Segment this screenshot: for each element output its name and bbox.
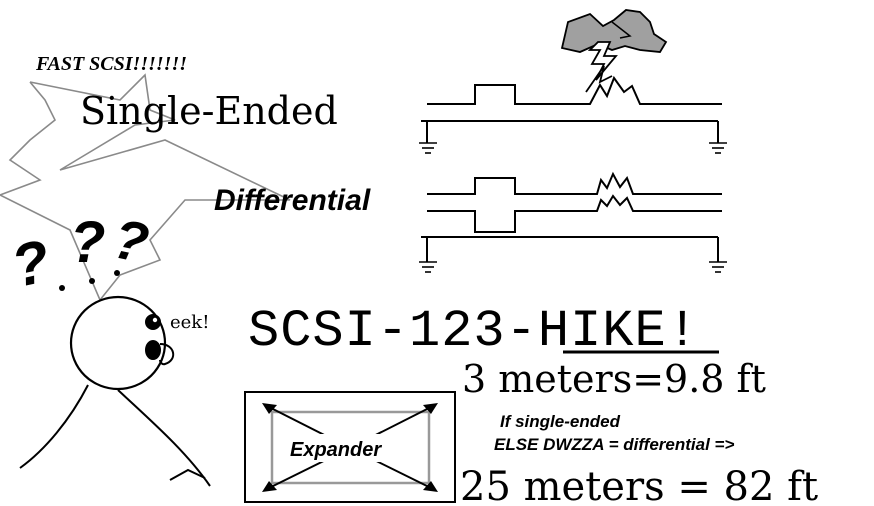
svg-text:?: ? xyxy=(6,227,56,300)
single-ended-label: Single-Ended xyxy=(80,89,338,133)
question-marks: ? ? ? xyxy=(6,206,154,300)
svg-text:SCSI-123-HIKE!: SCSI-123-HIKE! xyxy=(248,302,699,361)
lightning-bolt-icon xyxy=(585,41,618,93)
differential-label: Differential xyxy=(214,184,371,217)
character-head xyxy=(69,295,167,391)
character-mouth xyxy=(145,340,161,360)
expander-box: Expander xyxy=(244,391,456,503)
cartoon-figure xyxy=(19,295,211,487)
scsi-prefix-text: SCSI-123- xyxy=(248,302,538,361)
character-nose xyxy=(159,343,175,366)
character-body-left xyxy=(19,384,89,469)
else-dwzza-text: ELSE DWZZA = differential => xyxy=(494,435,734,454)
storm-cloud-icon xyxy=(560,9,668,53)
ground-symbol xyxy=(419,261,437,273)
three-meters-text: 3 meters=9.8 ft xyxy=(462,357,766,401)
character-eye xyxy=(145,314,161,330)
ground-symbol xyxy=(709,261,727,273)
twentyfive-meters-text: 25 meters = 82 ft xyxy=(460,464,818,506)
fast-scsi-heading: FAST SCSI!!!!!!! xyxy=(35,53,187,75)
expander-label: Expander xyxy=(290,439,382,461)
character-hand xyxy=(169,468,206,481)
ground-symbol xyxy=(419,142,437,154)
starburst-spikes xyxy=(0,73,291,302)
single-ended-waveform xyxy=(421,75,722,143)
if-single-ended-text: If single-ended xyxy=(500,412,621,431)
scsi-hike-heading: SCSI-123-HIKE! xyxy=(248,302,719,361)
character-pupil xyxy=(152,317,158,323)
character-body-right xyxy=(117,389,211,487)
svg-text:?: ? xyxy=(70,210,105,275)
differential-waveform xyxy=(421,171,722,262)
ground-symbol xyxy=(709,142,727,154)
eek-label: eek! xyxy=(170,312,209,333)
